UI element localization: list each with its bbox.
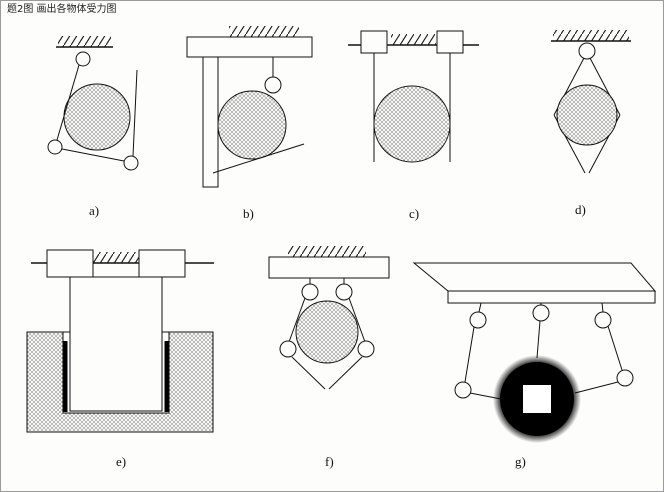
figure-a: a) [47, 36, 139, 218]
fixed-support-hatch [553, 30, 629, 41]
roller-circle [123, 155, 139, 171]
roller-circle [357, 340, 375, 358]
fixed-support-hatch [288, 246, 366, 257]
figure-c-label: c) [409, 206, 419, 221]
hanger-block [46, 249, 94, 278]
plate-top-face [412, 262, 657, 292]
figure-g-label: g) [515, 454, 526, 469]
plate-front-face [447, 290, 656, 304]
string-line [61, 148, 125, 162]
figure-d-label: d) [575, 202, 586, 217]
figure-g: g) [412, 262, 657, 469]
figure-e: e) [26, 249, 214, 469]
fixed-support-hatch [89, 252, 157, 263]
link-line [574, 381, 619, 394]
sphere [295, 300, 359, 364]
ball-joint-circle [616, 369, 634, 387]
roller-circle [301, 283, 319, 301]
figure-a-label: a) [89, 203, 99, 218]
fixed-support-hatch [391, 34, 436, 45]
link-line [536, 320, 541, 359]
figure-b-label: b) [243, 206, 254, 221]
string-line [348, 297, 366, 343]
link-line [478, 302, 482, 313]
ball-joint-circle [469, 311, 487, 329]
fixed-support-hatch [58, 36, 111, 47]
top-beam [186, 36, 313, 58]
roller-circle [264, 76, 282, 94]
vertical-wall [202, 56, 219, 188]
top-beam [268, 256, 390, 279]
sphere [373, 85, 451, 163]
string-line [328, 356, 363, 390]
ball-joint-circle [532, 304, 550, 322]
incline-line [212, 143, 305, 174]
plunger [69, 276, 163, 412]
ball-highlight-square [523, 385, 551, 413]
hanger-block [138, 249, 186, 278]
figure-d: d) [551, 30, 631, 217]
fixed-support-hatch [229, 26, 299, 37]
figure-f-label: f) [325, 454, 334, 469]
ball-joint-circle [594, 311, 612, 329]
sphere [63, 83, 131, 151]
string-line [288, 297, 306, 343]
pulley-circle [578, 42, 596, 60]
link-line [464, 326, 475, 383]
figure-b: b) [186, 26, 313, 221]
roller-circle [47, 139, 63, 155]
roller-circle [335, 283, 353, 301]
string-line [132, 69, 138, 157]
sphere [556, 84, 618, 146]
string-line [291, 356, 326, 390]
string-line [56, 64, 80, 141]
link-line [607, 325, 623, 371]
figure-e-label: e) [116, 454, 126, 469]
pulley-circle [75, 51, 91, 67]
caption-fragment: 题2图 画出各物体受力图 [7, 2, 117, 15]
sphere [217, 90, 287, 160]
ball-joint-circle [454, 381, 472, 399]
roller-circle [279, 340, 297, 358]
figure-f: f) [268, 246, 390, 469]
figure-c: c) [348, 30, 479, 221]
link-line [601, 302, 604, 313]
slider-block [360, 30, 388, 54]
slider-block [436, 30, 464, 54]
